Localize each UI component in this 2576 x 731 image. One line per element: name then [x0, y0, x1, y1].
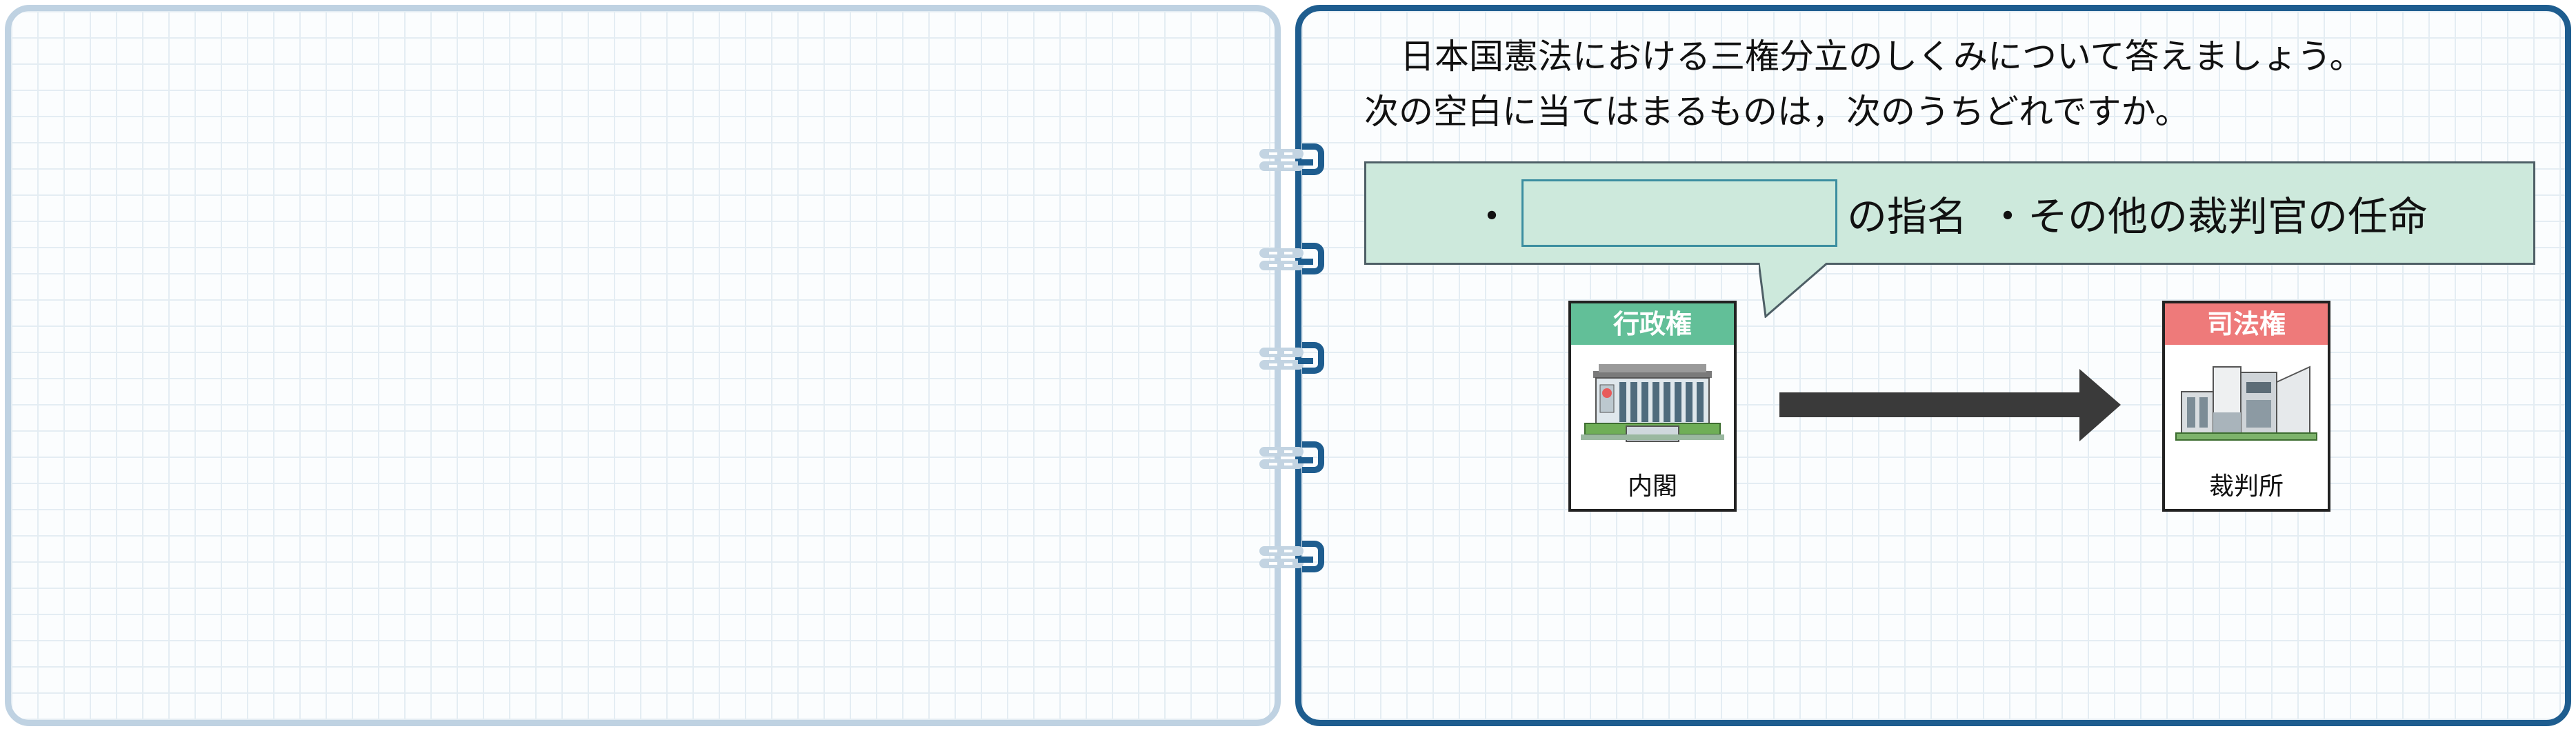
binder-ring: [1259, 342, 1330, 374]
callout-bubble: ・ の指名 ・その他の裁判官の任命: [1364, 161, 2535, 265]
cabinet-building-icon: [1581, 364, 1724, 442]
executive-power-card: 行政権 内閣: [1568, 301, 1737, 512]
binder-ring: [1259, 143, 1330, 175]
card-header-judicial: 司法権: [2165, 303, 2328, 345]
question-line-2: 次の空白に当てはまるものは，次のうちどれですか。: [1364, 92, 2190, 132]
judicial-power-card: 司法権 裁判所: [2162, 301, 2330, 512]
binder-ring: [1259, 541, 1330, 572]
court-building-icon: [2175, 366, 2317, 441]
question-text: 日本国憲法における三権分立のしくみについて答えましょう。 次の空白に当てはまるも…: [1364, 29, 2364, 139]
callout-text-nomination: の指名: [1846, 193, 1967, 240]
question-line-1: 日本国憲法における三権分立のしくみについて答えましょう。: [1400, 37, 2364, 77]
card-label-cabinet: 内閣: [1627, 472, 1677, 501]
callout-text-appointment: ・その他の裁判官の任命: [1988, 193, 2428, 240]
binder-ring: [1259, 441, 1330, 473]
callout-tail: [1759, 263, 1828, 318]
right-arrow-icon: [1779, 369, 2121, 441]
answer-blank-box[interactable]: [1521, 179, 1837, 247]
card-label-court: 裁判所: [2208, 472, 2284, 501]
card-header-executive: 行政権: [1571, 303, 1734, 345]
binder-ring: [1259, 243, 1330, 274]
callout-bullet: ・: [1471, 193, 1512, 240]
notebook-right-page: [1295, 5, 2571, 726]
notebook-left-page: [5, 5, 1281, 726]
